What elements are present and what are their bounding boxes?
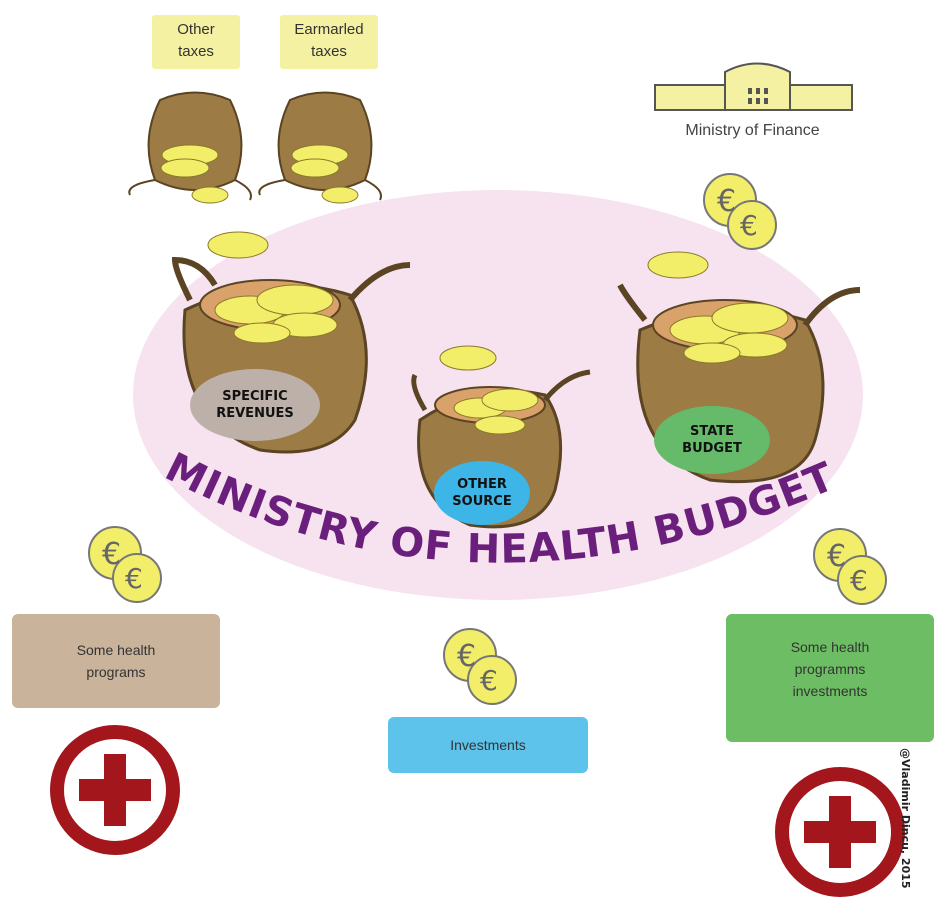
specific-revenues-label: SPECIFIC REVENUES bbox=[216, 389, 294, 421]
state-budget-label: STATE BUDGET bbox=[682, 424, 742, 456]
earmarked-taxes-label: Earmarled taxes bbox=[280, 15, 378, 69]
euro-coins-icon: € € bbox=[703, 173, 777, 250]
svg-text:€: € bbox=[717, 184, 736, 219]
svg-text:€: € bbox=[102, 537, 121, 572]
svg-text:€: € bbox=[480, 664, 498, 697]
svg-text:€: € bbox=[125, 562, 143, 595]
svg-text:€: € bbox=[850, 564, 868, 597]
other-taxes-sack bbox=[128, 91, 252, 204]
euro-coins-icon: € € bbox=[443, 628, 517, 705]
svg-text:€: € bbox=[457, 639, 476, 674]
earmarked-taxes-sack bbox=[258, 91, 382, 204]
red-cross-icon bbox=[775, 767, 905, 897]
other-source-label: OTHER SOURCE bbox=[452, 477, 512, 509]
euro-coins-icon: € € bbox=[88, 526, 162, 603]
specific-revenues-pot bbox=[171, 231, 411, 454]
state-budget-pot bbox=[617, 251, 861, 484]
other-taxes-label: Other taxes bbox=[152, 15, 240, 69]
ministry-of-finance-label: Ministry of Finance bbox=[685, 122, 820, 139]
red-cross-icon bbox=[50, 725, 180, 855]
author-credit: @Vladimir Dincu, 2015 bbox=[899, 748, 912, 889]
investments-box: Investments bbox=[388, 717, 588, 773]
ministry-of-finance-building-icon bbox=[654, 62, 853, 111]
health-programms-investments-box: Some health programms investments bbox=[726, 614, 934, 742]
euro-coins-icon: € € bbox=[813, 528, 887, 605]
svg-text:€: € bbox=[740, 209, 758, 242]
svg-text:€: € bbox=[827, 539, 846, 574]
some-health-programs-box: Some health programs bbox=[12, 614, 220, 708]
other-source-pot bbox=[411, 345, 591, 529]
